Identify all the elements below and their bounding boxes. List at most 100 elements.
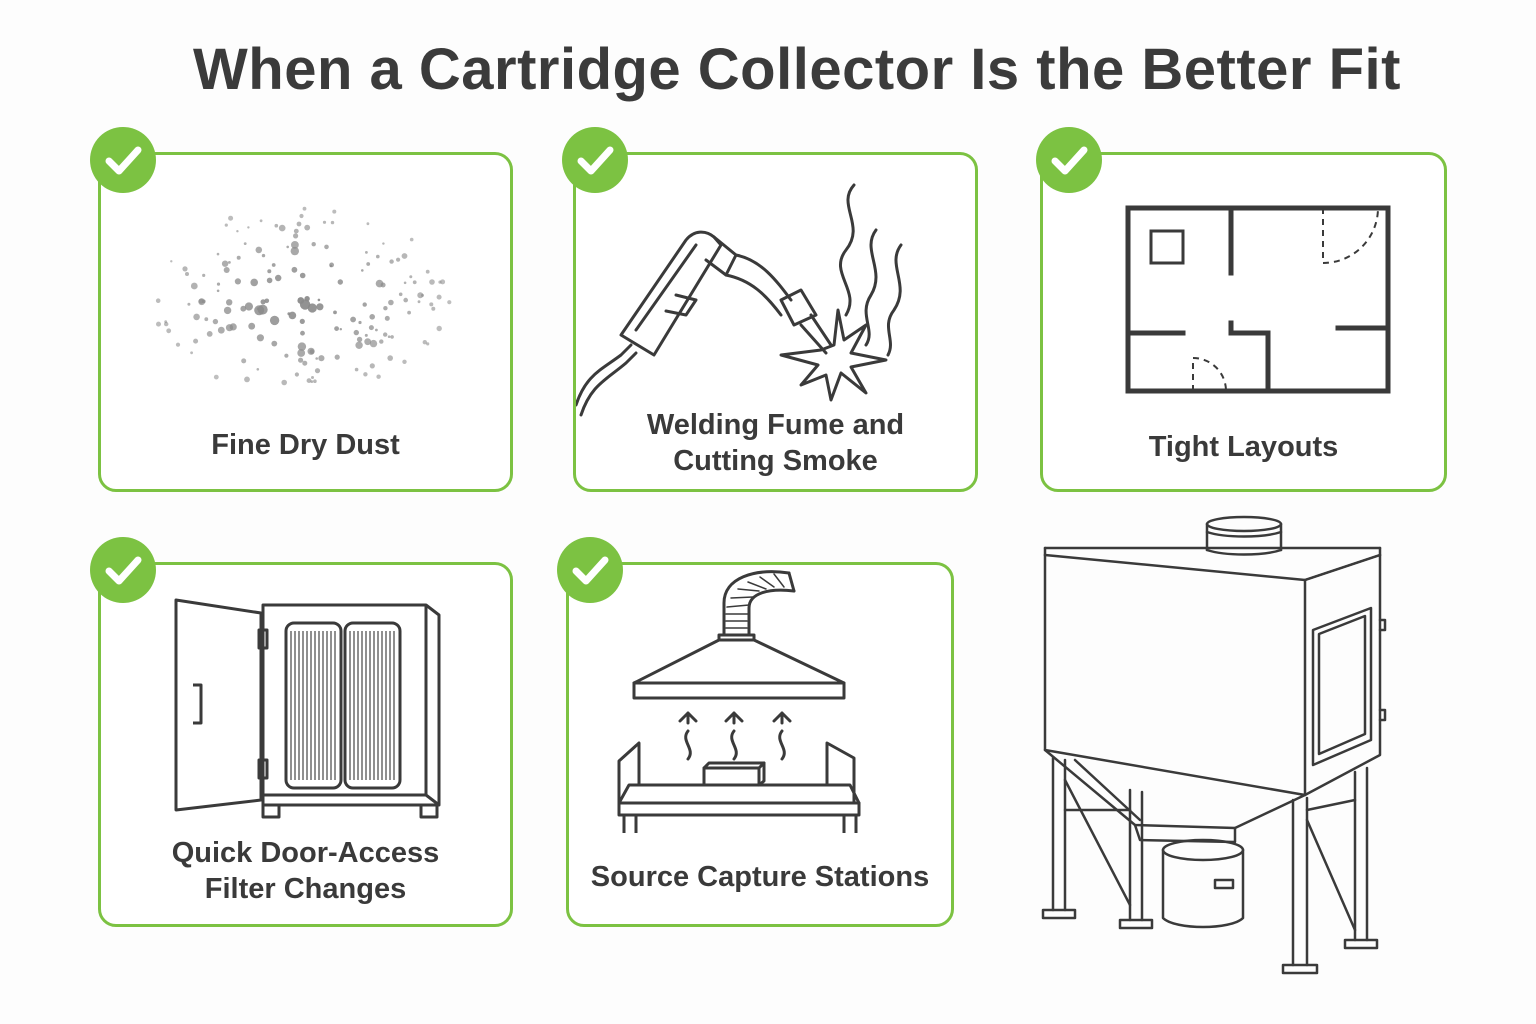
dust-particle xyxy=(166,328,172,334)
dust-particle xyxy=(175,342,181,347)
dust-particle xyxy=(334,354,340,360)
dust-particle xyxy=(402,359,407,364)
dust-particle xyxy=(297,349,306,357)
dust-particle xyxy=(412,280,417,285)
dust-particle xyxy=(362,302,367,307)
dust-particle xyxy=(417,300,421,304)
dust-particle xyxy=(204,317,209,322)
dust-particle xyxy=(223,267,230,273)
dust-particle xyxy=(297,342,307,351)
check-badge xyxy=(90,127,156,193)
dust-particle xyxy=(243,242,247,245)
dust-particle xyxy=(212,318,219,325)
dust-particle xyxy=(383,306,388,311)
dust-particle xyxy=(223,306,232,315)
dust-particle xyxy=(314,368,321,374)
dust-particle xyxy=(256,334,264,342)
check-badge xyxy=(1036,127,1102,193)
dust-particle xyxy=(376,374,381,379)
dust-particle xyxy=(302,360,308,366)
dust-particle xyxy=(164,320,168,324)
dust-particle xyxy=(193,313,200,321)
dust-particle xyxy=(329,262,334,268)
dust-particle xyxy=(363,372,368,377)
dust-particle xyxy=(287,312,291,316)
dust-particle xyxy=(244,302,253,311)
check-badge xyxy=(562,127,628,193)
dust-particle xyxy=(383,332,388,337)
dust-particle xyxy=(164,321,169,327)
dust-particle xyxy=(221,260,229,267)
dust-particle xyxy=(278,224,286,232)
dust-particle xyxy=(225,324,234,332)
dust-particle xyxy=(240,305,247,312)
dust-particle xyxy=(190,351,193,355)
dust-particle xyxy=(313,379,317,383)
dust-particle xyxy=(255,246,263,254)
dust-particle xyxy=(271,263,276,267)
dust-particle xyxy=(387,335,391,338)
dust-particle xyxy=(266,277,273,284)
dust-particle xyxy=(291,266,298,273)
dust-particle xyxy=(366,222,370,226)
dust-particle xyxy=(350,316,356,323)
dust-particle xyxy=(356,336,363,343)
card-tight-layouts: Tight Layouts xyxy=(1040,152,1447,492)
dust-particle xyxy=(297,297,305,304)
dust-particle xyxy=(421,293,424,297)
dust-particle xyxy=(375,328,378,332)
dust-particle xyxy=(206,331,213,337)
checkmark-icon xyxy=(105,556,142,585)
dust-particle xyxy=(236,255,241,260)
dust-particle xyxy=(334,326,339,331)
dust-particle xyxy=(364,338,372,346)
dust-particle xyxy=(304,296,310,302)
dust-particle xyxy=(213,374,219,380)
dust-particle xyxy=(355,341,363,349)
dust-particle xyxy=(436,294,442,300)
card-label-line: Tight Layouts xyxy=(1148,431,1339,463)
check-badge xyxy=(557,537,623,603)
checkmark-icon xyxy=(572,556,609,585)
dust-particle xyxy=(257,304,268,315)
dust-particle xyxy=(269,315,280,326)
dust-particle xyxy=(170,260,173,263)
dust-particle xyxy=(256,368,260,371)
dust-particle xyxy=(409,275,413,279)
open-filter-cabinet-icon xyxy=(174,598,441,819)
dust-particle xyxy=(293,228,299,234)
check-badge xyxy=(90,537,156,603)
dust-particle xyxy=(290,246,299,256)
dust-particle xyxy=(322,220,327,224)
dust-particle xyxy=(244,376,250,383)
dust-particle xyxy=(274,223,279,228)
card-fine-dry-dust: Fine Dry Dust xyxy=(98,152,513,492)
dust-particle xyxy=(216,289,220,293)
dust-particle xyxy=(389,259,394,264)
dust-particle xyxy=(369,314,375,320)
dust-particle xyxy=(368,325,374,331)
card-label: Tight Layouts xyxy=(1043,429,1444,465)
dust-particle xyxy=(261,253,266,258)
dust-particles-icon xyxy=(155,206,452,386)
cartridge-dust-collector-icon xyxy=(1041,515,1387,975)
dust-particle xyxy=(438,280,442,284)
fume-hood-station-icon xyxy=(617,570,861,833)
dust-particle xyxy=(364,333,368,337)
dust-particle xyxy=(299,318,305,324)
dust-particle xyxy=(365,251,368,254)
dust-particle xyxy=(216,252,220,256)
dust-particle xyxy=(217,326,225,334)
dust-particle xyxy=(339,328,342,331)
dust-particle xyxy=(376,254,380,259)
dust-particle xyxy=(224,223,228,227)
dust-particle xyxy=(293,233,299,239)
dust-particle xyxy=(296,221,302,227)
dust-particle xyxy=(382,242,385,245)
dust-particle xyxy=(431,306,436,311)
dust-particle xyxy=(267,269,272,274)
dust-particle xyxy=(369,339,378,348)
dust-particle xyxy=(324,244,329,250)
dust-particle xyxy=(187,302,191,306)
